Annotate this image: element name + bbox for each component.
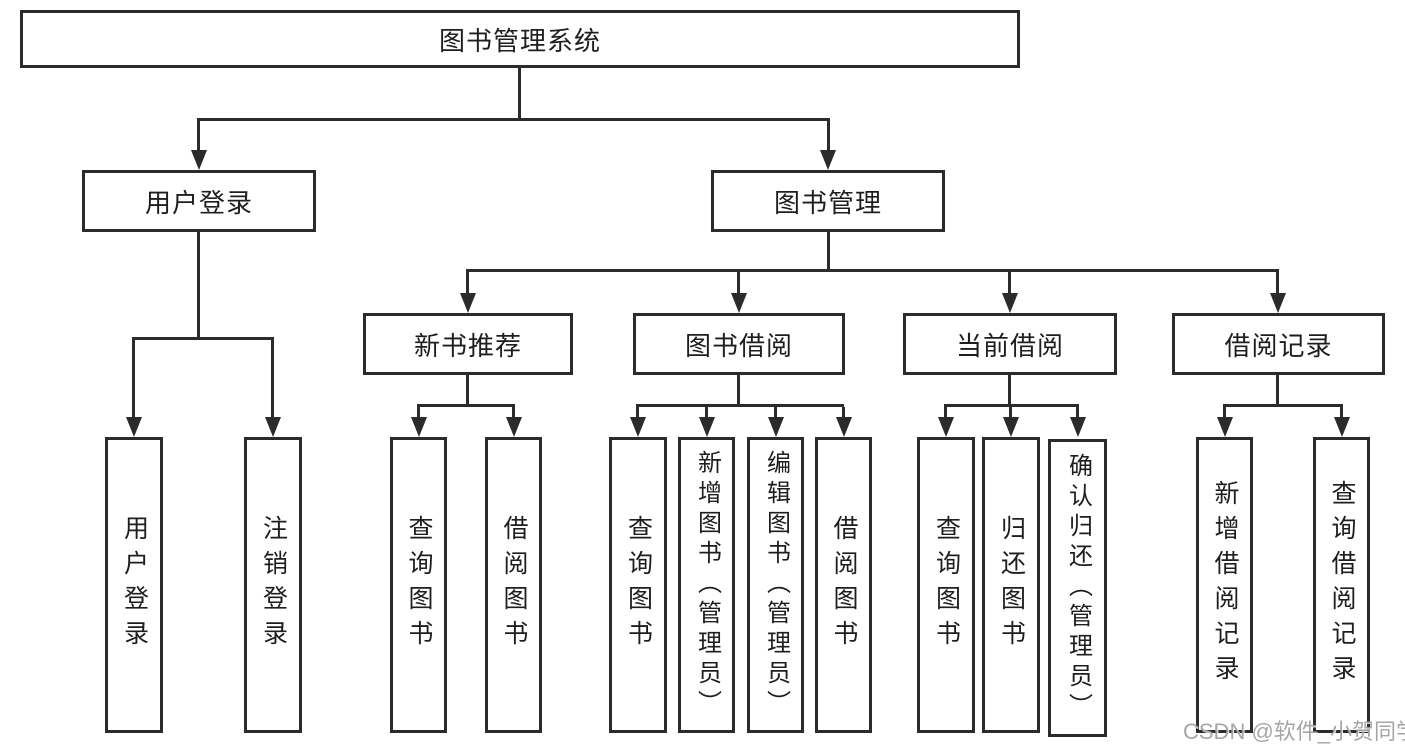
arrow-down-icon <box>630 417 646 437</box>
leaf-query-book-borrow: 查询图书 <box>609 437 667 733</box>
arrow-down-icon <box>506 417 522 437</box>
connector-line <box>842 407 845 419</box>
connector-line <box>417 407 420 419</box>
arrow-down-icon <box>1003 417 1019 437</box>
node-user-login: 用户登录 <box>82 170 316 232</box>
connector-line <box>466 375 469 407</box>
connector-line <box>774 407 777 419</box>
leaf-label: 借阅图书 <box>500 515 528 655</box>
connector-line <box>636 407 639 419</box>
connector-line <box>827 232 830 272</box>
node-book-borrow: 图书借阅 <box>633 313 845 375</box>
node-book-management: 图书管理 <box>711 170 945 232</box>
arrow-down-icon <box>768 417 784 437</box>
leaf-user-login: 用户登录 <box>105 437 163 733</box>
connector-line <box>271 340 274 419</box>
arrow-down-icon <box>191 150 207 170</box>
connector-line <box>512 407 515 419</box>
leaf-label: 新增借阅记录 <box>1211 480 1239 690</box>
leaf-query-book-recommend: 查询图书 <box>390 437 447 733</box>
arrow-down-icon <box>126 417 142 437</box>
connector-line <box>705 407 708 419</box>
connector-line <box>197 118 200 152</box>
connector-line <box>1008 272 1011 295</box>
leaf-add-borrow-record: 新增借阅记录 <box>1196 437 1253 733</box>
connector-line <box>1223 404 1343 407</box>
leaf-label: 注销登录 <box>259 515 288 655</box>
node-new-book-recommend: 新书推荐 <box>363 313 573 375</box>
connector-line <box>466 272 469 295</box>
connector-line <box>636 404 844 407</box>
leaf-label: 新增图书（管理员） <box>693 450 721 720</box>
connector-line <box>417 404 515 407</box>
connector-line <box>944 407 947 419</box>
arrow-down-icon <box>1270 293 1286 313</box>
leaf-label: 借阅图书 <box>830 515 858 655</box>
leaf-label: 用户登录 <box>120 515 149 655</box>
connector-line <box>466 269 1279 272</box>
arrow-down-icon <box>1070 417 1086 437</box>
leaf-edit-book-admin: 编辑图书（管理员） <box>747 437 804 733</box>
arrow-down-icon <box>699 417 715 437</box>
leaf-label: 确认归还（管理员） <box>1064 453 1092 723</box>
leaf-query-borrow-record: 查询借阅记录 <box>1313 437 1370 733</box>
connector-line <box>1340 407 1343 419</box>
leaf-label: 查询借阅记录 <box>1328 480 1356 690</box>
leaf-borrow-book: 借阅图书 <box>815 437 872 733</box>
arrow-down-icon <box>1217 417 1233 437</box>
connector-line <box>1276 272 1279 295</box>
arrow-down-icon <box>836 417 852 437</box>
node-borrow-record: 借阅记录 <box>1172 313 1385 375</box>
arrow-down-icon <box>265 417 281 437</box>
csdn-watermark: CSDN @软件_小贺同学 <box>1183 719 1405 744</box>
connector-line <box>827 118 830 152</box>
arrow-down-icon <box>731 293 747 313</box>
connector-line <box>132 340 135 419</box>
connector-line <box>197 118 830 121</box>
arrow-down-icon <box>820 150 836 170</box>
leaf-label: 归还图书 <box>997 515 1026 655</box>
connector-line <box>132 337 274 340</box>
arrow-down-icon <box>460 293 476 313</box>
leaf-label: 查询图书 <box>932 515 961 655</box>
node-book-management-system: 图书管理系统 <box>20 10 1020 68</box>
leaf-return-book: 归还图书 <box>982 437 1040 733</box>
connector-line <box>737 272 740 295</box>
connector-line <box>1076 407 1079 419</box>
arrow-down-icon <box>938 417 954 437</box>
connector-line <box>1276 375 1279 407</box>
connector-line <box>737 375 740 407</box>
arrow-down-icon <box>1002 293 1018 313</box>
connector-line <box>1008 375 1011 407</box>
connector-line <box>1223 407 1226 419</box>
node-current-borrow: 当前借阅 <box>903 313 1117 375</box>
leaf-label: 查询图书 <box>624 515 653 655</box>
connector-line <box>197 232 200 340</box>
arrow-down-icon <box>1334 417 1350 437</box>
leaf-logout-login: 注销登录 <box>244 437 302 733</box>
arrow-down-icon <box>411 417 427 437</box>
leaf-add-book-admin: 新增图书（管理员） <box>678 437 735 733</box>
leaf-query-book-current: 查询图书 <box>917 437 975 733</box>
connector-line <box>518 67 521 120</box>
leaf-label: 查询图书 <box>405 515 433 655</box>
leaf-label: 编辑图书（管理员） <box>762 450 790 720</box>
connector-line <box>944 404 1079 407</box>
connector-line <box>1009 407 1012 419</box>
leaf-borrow-book-recommend: 借阅图书 <box>485 437 542 733</box>
leaf-confirm-return-admin: 确认归还（管理员） <box>1048 439 1107 737</box>
